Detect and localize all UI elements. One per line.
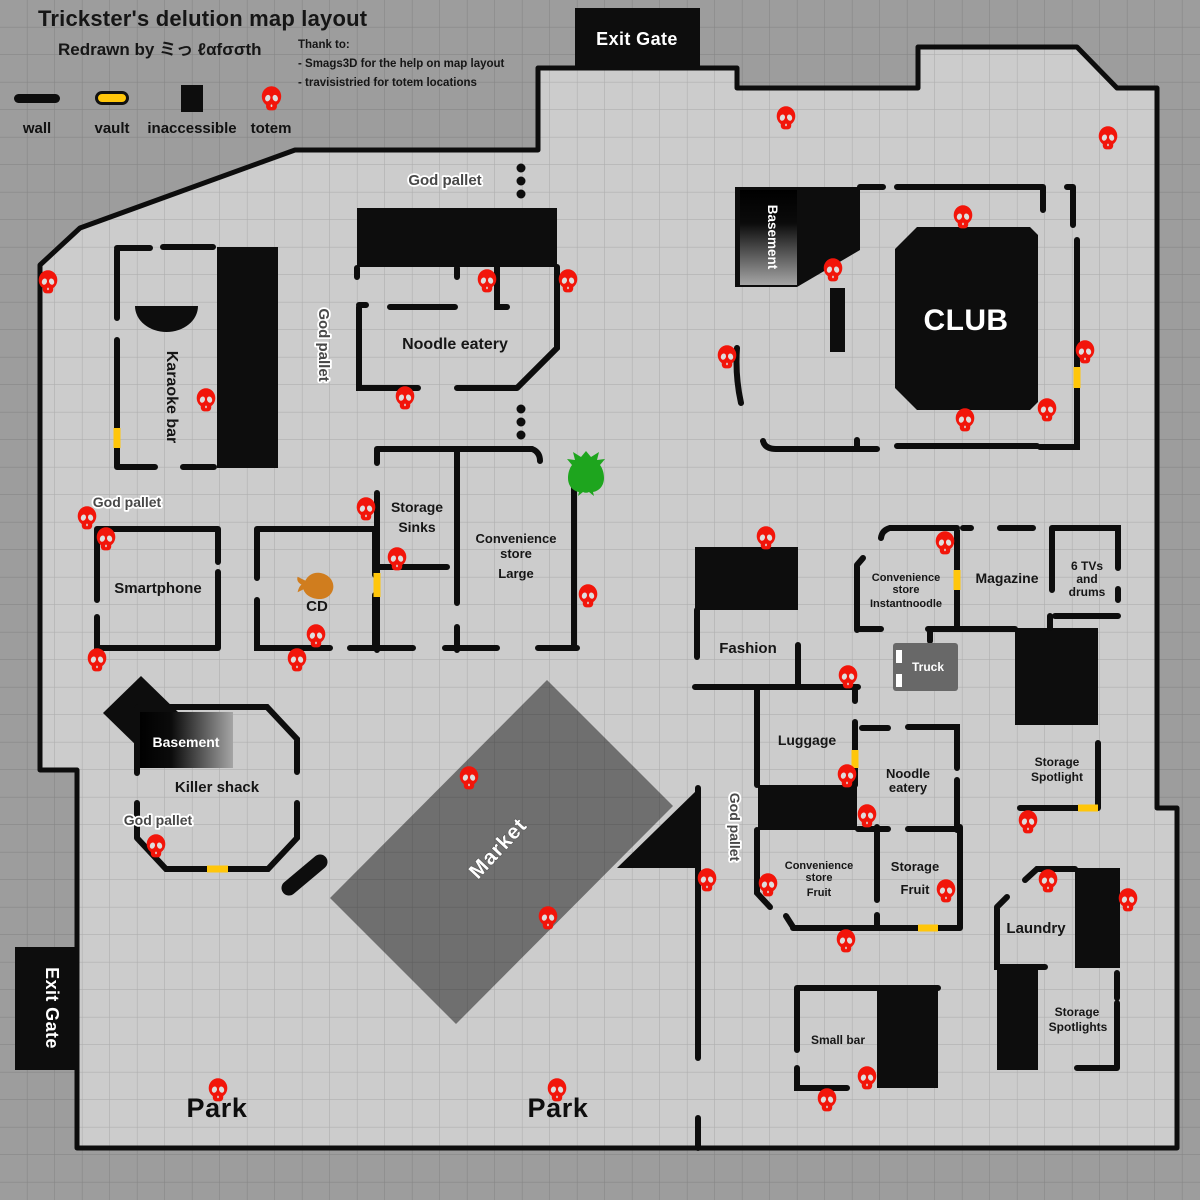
map-label-storage-sinks-1: Storage <box>391 499 443 515</box>
map-label-noodle-eatery-1: Noodle eatery <box>402 336 508 353</box>
map-label-six-tvs-1: 6 TVs <box>1071 559 1103 573</box>
map-label-fashion: Fashion <box>719 640 777 657</box>
map-label-cd: CD <box>306 598 328 615</box>
map-label-storage-fruit-2: Fruit <box>901 882 931 897</box>
map-label-conv-instant-3: Instantnoodle <box>870 598 942 610</box>
map-label-conv-instant-1: Convenience <box>872 572 940 584</box>
map-boundary-wall <box>37 44 1180 1151</box>
rotated-wall-bar <box>281 854 328 896</box>
map-label-conv-large-2: store <box>500 546 532 561</box>
map-label-god-pallet-shack: God pallet <box>124 812 193 828</box>
map-label-basement-club: Basement <box>765 205 780 270</box>
god-pallet-dot <box>516 404 526 414</box>
map-label-conv-fruit-1: Convenience <box>785 860 853 872</box>
map-label-magazine: Magazine <box>975 570 1038 586</box>
inaccessible-karaoke <box>217 247 278 468</box>
map-label-storage-sinks-2: Sinks <box>398 519 436 535</box>
map-label-smartphone: Smartphone <box>114 580 202 597</box>
legend-item-inaccessible: inaccessible <box>144 82 240 137</box>
truck-marker <box>893 643 958 691</box>
map-label-storage-spotlights-2: Spotlights <box>1049 1020 1108 1034</box>
wall-swatch-icon <box>14 93 60 103</box>
credits-line: - travisistried for totem locations <box>298 76 477 89</box>
map-label-club: CLUB <box>924 304 1009 337</box>
legend-item-vault: vault <box>80 82 144 137</box>
god-pallet-dot <box>516 430 526 440</box>
map-label-luggage: Luggage <box>778 732 837 748</box>
map-label-small-bar: Small bar <box>811 1033 865 1047</box>
karaoke-stage <box>135 306 198 332</box>
map-label-park-center: Park <box>528 1093 589 1123</box>
map-label-storage-spotlight-1: Storage <box>1035 755 1080 769</box>
map-label-noodle-eatery-2b: eatery <box>889 780 928 795</box>
inaccessible-swatch-icon <box>181 84 203 112</box>
map-label-laundry: Laundry <box>1006 920 1066 937</box>
legend-item-wall: wall <box>6 82 68 137</box>
map-label-six-tvs-2: and <box>1076 572 1097 586</box>
god-pallet-dot <box>516 189 526 199</box>
map-label-conv-instant-2: store <box>893 584 920 596</box>
basement-shack-label-bg <box>138 712 233 768</box>
map-label-god-pallet-top: God pallet <box>408 172 481 189</box>
map-label-conv-fruit-3: Fruit <box>807 887 832 899</box>
inaccessible-laundry-east <box>1075 868 1120 968</box>
page-title: Trickster's delution map layout <box>38 6 368 31</box>
map-label-storage-spotlights-1: Storage <box>1055 1005 1100 1019</box>
exit-gate-top <box>575 8 700 68</box>
god-pallet-dot <box>516 176 526 186</box>
map-label-karaoke-bar: Karaoke bar <box>163 351 180 444</box>
map-label-exit-gate-top: Exit Gate <box>596 29 678 49</box>
totem-skull-icon <box>261 86 282 111</box>
map-label-exit-gate-left: Exit Gate <box>42 967 62 1049</box>
club-pillar <box>830 288 845 352</box>
basement-club-label-bg <box>740 190 797 285</box>
map-label-truck: Truck <box>912 660 944 674</box>
vault-swatch-icon <box>95 91 129 105</box>
credits: Thank to: - Smags3D for the help on map … <box>298 36 504 92</box>
inaccessible-noodle <box>357 208 557 267</box>
inaccessible-fashion <box>695 547 798 610</box>
god-pallet-dot <box>516 163 526 173</box>
legend-label: totem <box>250 120 292 137</box>
map-label-storage-fruit-1: Storage <box>891 859 939 874</box>
exit-gate-left <box>15 947 77 1070</box>
legend-label: wall <box>22 120 52 137</box>
map-label-conv-large-3: Large <box>498 566 533 581</box>
map-label-god-pallet-smartphone: God pallet <box>93 494 162 510</box>
legend-item-totem: totem <box>240 82 302 137</box>
inaccessible-laundry-south <box>997 968 1038 1070</box>
map-label-god-pallet-south: God pallet <box>727 793 743 862</box>
map-label-basement-shack: Basement <box>153 734 220 750</box>
map-label-storage-spotlight-2: Spotlight <box>1031 770 1083 784</box>
inaccessible-small-bar <box>877 988 938 1088</box>
legend-label: vault <box>94 120 130 137</box>
inaccessible-storage-spotlight <box>1015 628 1098 725</box>
god-pallet-dot <box>516 417 526 427</box>
credits-line: - Smags3D for the help on map layout <box>298 58 505 71</box>
map-label-conv-fruit-2: store <box>806 872 833 884</box>
map-label-park-west: Park <box>187 1093 248 1123</box>
credits-heading: Thank to: <box>298 39 350 51</box>
interior-walls <box>94 184 1121 1151</box>
club-block <box>895 227 1038 410</box>
map-label-killer-shack: Killer shack <box>175 779 260 796</box>
map-label-noodle-eatery-2a: Noodle <box>886 766 930 781</box>
subtitle: Redrawn by ミっ ℓαfσσth <box>58 40 262 59</box>
map-label-god-pallet-west: God pallet <box>315 308 332 381</box>
market-triangle <box>617 790 700 868</box>
title-block: Trickster's delution map layout Redrawn … <box>38 6 367 60</box>
map-label-conv-large-1: Convenience <box>476 531 557 546</box>
inaccessible-luggage-south <box>758 785 857 830</box>
map-label-six-tvs-3: drums <box>1069 585 1106 599</box>
legend-label: inaccessible <box>147 120 237 137</box>
